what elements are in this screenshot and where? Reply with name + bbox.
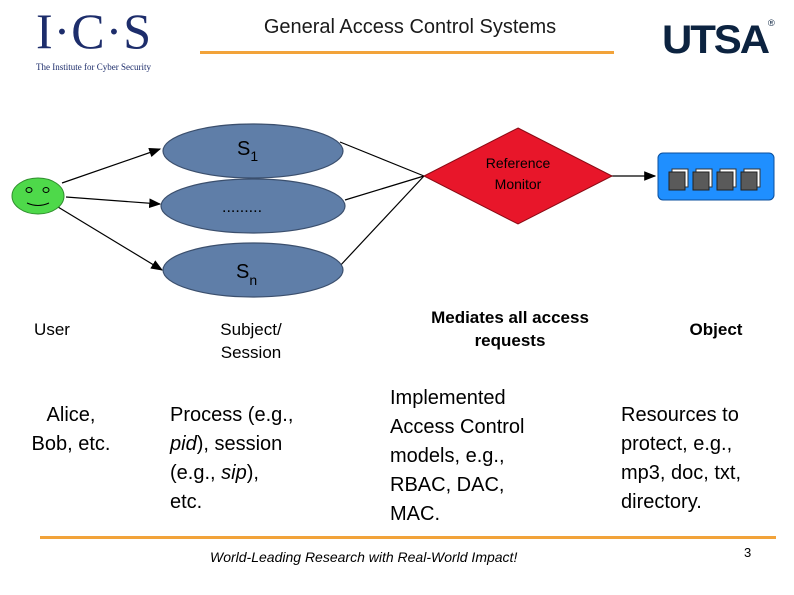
object-body-line: mp3, doc, txt, (621, 462, 742, 484)
monitor-heading: Mediates all access requests (400, 306, 620, 352)
monitor-label-line1: Reference (486, 155, 551, 171)
subject-body-line3-b: ), (246, 462, 259, 484)
document-icon (716, 168, 737, 191)
monitor-body-line: MAC. (390, 503, 440, 525)
footer-tagline: World-Leading Research with Real-World I… (210, 549, 518, 565)
ics-logo-tagline: The Institute for Cyber Security (36, 62, 151, 72)
subject-middle-node (160, 178, 346, 234)
subject-s1-node (162, 123, 344, 179)
subject-heading: Subject/ Session (196, 318, 306, 364)
subject-heading-line2: Session (220, 343, 282, 362)
user-body: Alice, Bob, etc. (16, 401, 126, 459)
subject-body-line2-rest: ), session (196, 433, 283, 455)
document-icon (668, 168, 689, 191)
ics-logo: I·C·S The Institute for Cyber Security (36, 6, 156, 72)
subject-s1-label: S1 (237, 138, 258, 164)
utsa-registered-mark: ® (767, 18, 775, 28)
monitor-body-line: Access Control (390, 416, 525, 438)
object-heading: Object (689, 320, 743, 339)
line-middle-to-monitor (344, 175, 425, 201)
object-body-line: protect, e.g., (621, 433, 733, 455)
pid-term: pid (170, 433, 197, 455)
subject-body-line4: etc. (170, 491, 203, 513)
subject-body-line3-a: (e.g., (170, 462, 222, 484)
object-body-line: directory. (621, 491, 702, 513)
utsa-logo: UTSA® (662, 18, 775, 63)
document-icon (692, 168, 713, 191)
monitor-body-line: RBAC, DAC, (390, 474, 505, 496)
page-title: General Access Control Systems (263, 16, 557, 38)
monitor-body-line: Implemented (390, 387, 506, 409)
object-body-line: Resources to (621, 404, 739, 426)
subject-body: Process (e.g., pid), session (e.g., sip)… (170, 401, 345, 517)
reference-monitor-node (422, 127, 614, 225)
subject-sn-label: Sn (236, 261, 257, 288)
subject-heading-line1: Subject/ (220, 320, 282, 339)
subject-body-line3: (e.g., sip), (170, 459, 345, 488)
user-heading: User (34, 320, 70, 339)
user-body-line2: Bob, etc. (31, 433, 111, 455)
user-icon (11, 177, 65, 215)
document-icon (740, 168, 761, 191)
arrow-user-to-sn (57, 206, 164, 271)
monitor-body-line: models, e.g., (390, 445, 505, 467)
object-body: Resources to protect, e.g., mp3, doc, tx… (621, 401, 786, 517)
document-icons (668, 168, 761, 191)
utsa-logo-text: UTSA (662, 18, 770, 62)
monitor-label-line2: Monitor (495, 176, 542, 192)
arrow-user-to-middle (65, 196, 162, 208)
page-number: 3 (744, 545, 752, 560)
footer-rule (40, 536, 776, 539)
ics-logo-mark: I·C·S (36, 3, 153, 59)
subject-body-line2: pid), session (170, 430, 345, 459)
line-sn-to-monitor (337, 175, 425, 269)
subject-ellipsis-label: ......... (222, 199, 262, 216)
sip-term: sip (221, 462, 247, 484)
title-underline (200, 51, 614, 54)
user-body-line1: Alice, (46, 404, 96, 426)
monitor-heading-line1: Mediates all access (431, 308, 589, 327)
monitor-body: Implemented Access Control models, e.g.,… (390, 384, 580, 529)
line-s1-to-monitor (339, 141, 425, 177)
subject-body-line1: Process (e.g., (170, 404, 294, 426)
subject-sn-node (162, 242, 344, 298)
arrow-user-to-s1 (61, 148, 162, 184)
access-control-diagram: S1 ......... Sn Reference Monitor (11, 123, 775, 298)
monitor-heading-line2: requests (474, 331, 546, 350)
